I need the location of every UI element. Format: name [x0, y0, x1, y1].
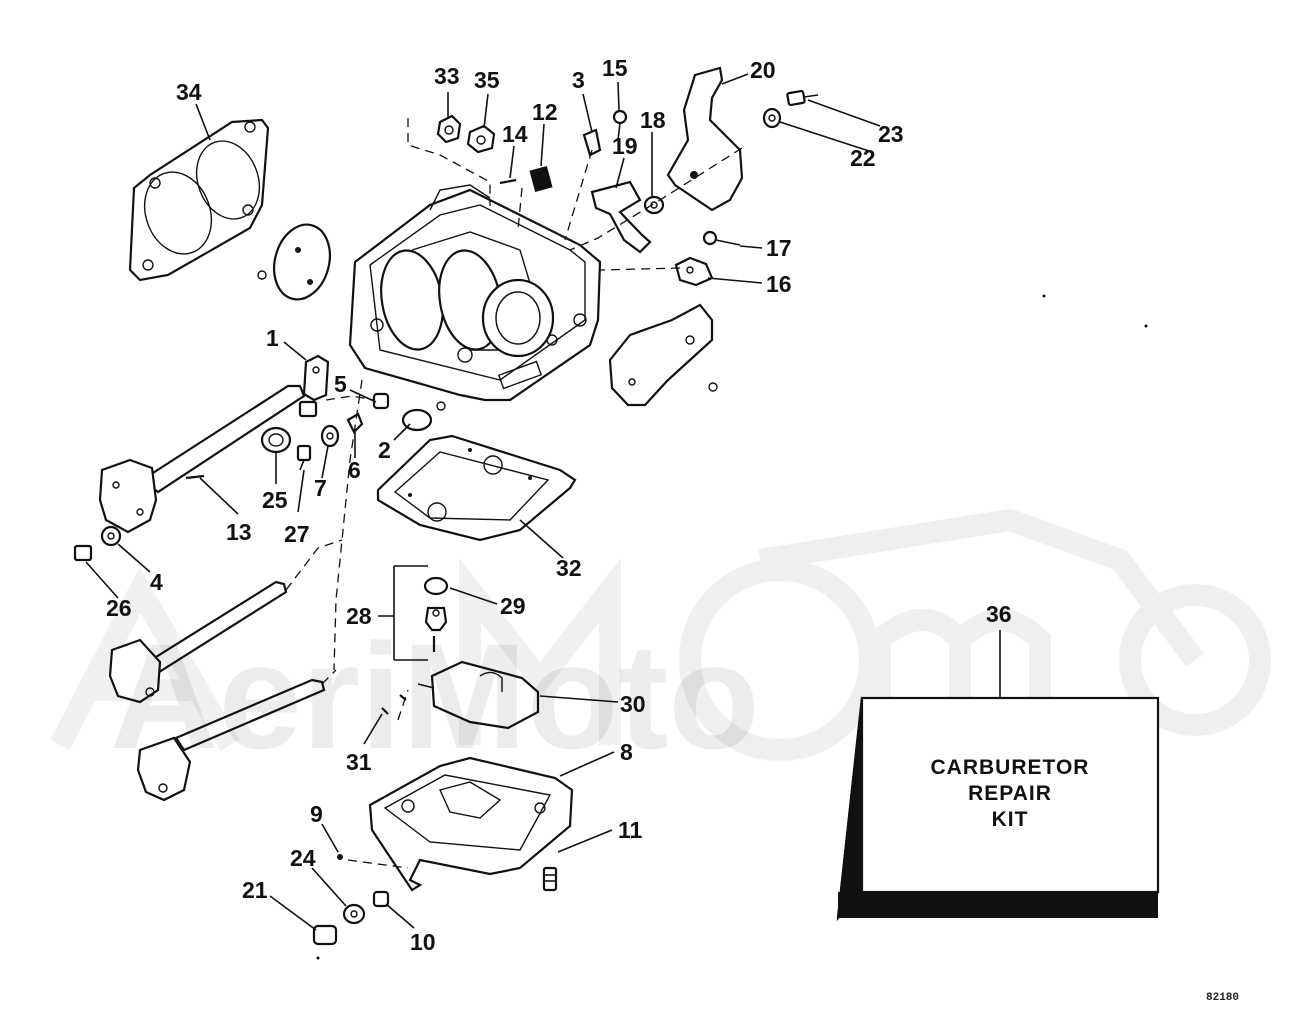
callout-10: 10: [410, 929, 436, 955]
callout-16: 16: [766, 271, 792, 297]
callout-25: 25: [262, 487, 288, 513]
callout-22: 22: [850, 145, 876, 171]
part-11-screw: [542, 866, 558, 892]
kit-box-label: CARBURETOR REPAIR KIT: [931, 756, 1090, 831]
part-10-jet: [372, 890, 390, 908]
part-17-screw: [702, 230, 741, 246]
kit-line-repair: REPAIR: [968, 782, 1052, 805]
part-20-throttle-arm: [666, 66, 744, 212]
callout-35: 35: [474, 67, 500, 93]
callout-labels: 34 33 35 3 15 12 14 19 18 20 23 22 17 16…: [106, 55, 1012, 955]
callout-18: 18: [640, 107, 666, 133]
leader-lines: [85, 73, 1001, 931]
part-7-washer: [320, 424, 340, 448]
middle-choke-shaft: [108, 580, 288, 704]
callout-31: 31: [346, 749, 372, 775]
part-6-jet: [346, 412, 364, 434]
part-5-plug: [372, 392, 390, 410]
callout-15: 15: [602, 55, 628, 81]
carburetor-body: [348, 184, 602, 402]
callout-32: 32: [556, 555, 582, 581]
part-19-lever: [590, 180, 652, 254]
callout-11: 11: [618, 817, 643, 843]
part-27-screw: [296, 444, 312, 471]
figure-code: 82180: [1206, 992, 1239, 1004]
callout-13: 13: [226, 519, 252, 545]
callout-4: 4: [150, 569, 163, 595]
part-8-float-bowl: [368, 756, 574, 892]
part-14-pin: [499, 178, 517, 185]
callout-30: 30: [620, 691, 646, 717]
part-29-gasket: [423, 576, 449, 596]
callout-9: 9: [310, 801, 323, 827]
part-15-screw: [612, 109, 628, 141]
callout-28: 28: [346, 603, 372, 629]
callout-7: 7: [314, 475, 327, 501]
callout-36: 36: [986, 601, 1012, 627]
part-24-washer: [342, 903, 366, 925]
callout-14: 14: [502, 121, 528, 147]
part-12-spring: [529, 166, 553, 192]
part-30-float: [417, 660, 540, 730]
callout-2: 2: [378, 437, 391, 463]
part-13-pin: [185, 474, 205, 480]
callout-1: 1: [266, 325, 279, 351]
callout-24: 24: [290, 845, 316, 871]
part-25-bushing: [260, 426, 292, 454]
callout-5: 5: [334, 371, 347, 397]
callout-20: 20: [750, 57, 776, 83]
upper-throttle-shaft: [98, 384, 306, 534]
assembly-lines: [285, 118, 743, 869]
part-36-repair-kit-box: [836, 696, 1160, 922]
callout-27: 27: [284, 521, 310, 547]
callout-19: 19: [612, 133, 638, 159]
callout-26: 26: [106, 595, 132, 621]
callout-17: 17: [766, 235, 792, 261]
kit-line-kit: KIT: [992, 808, 1029, 831]
part-26-screw: [73, 544, 93, 562]
part-4-washer: [100, 525, 122, 547]
callout-6: 6: [348, 457, 361, 483]
part-21-plug: [312, 924, 338, 946]
throttle-disc-plate: [257, 223, 331, 301]
callout-34: 34: [176, 79, 202, 105]
watermark-brand-text: AeriMoto: [110, 612, 760, 780]
part-34-flange-gasket: [128, 118, 270, 282]
kit-line-carburetor: CARBURETOR: [931, 756, 1090, 779]
lower-throttle-shaft: [136, 678, 326, 802]
callout-12: 12: [532, 99, 558, 125]
callout-21: 21: [242, 877, 268, 903]
cover-plate: [608, 303, 718, 407]
callout-8: 8: [620, 739, 633, 765]
callout-23: 23: [878, 121, 904, 147]
callout-33: 33: [434, 63, 460, 89]
part-1-lever: [298, 354, 330, 418]
part-9-ball: [337, 854, 343, 860]
part-28-needle-seat: [424, 606, 448, 652]
part-22-washer: [762, 107, 782, 129]
part-32-bowl-gasket: [376, 434, 577, 542]
callout-29: 29: [500, 593, 526, 619]
part-16-bracket: [674, 256, 714, 287]
part-33-nut: [436, 114, 462, 144]
part-23-screw: [786, 89, 819, 107]
part-35-nut: [466, 124, 496, 154]
callout-3: 3: [572, 67, 585, 93]
